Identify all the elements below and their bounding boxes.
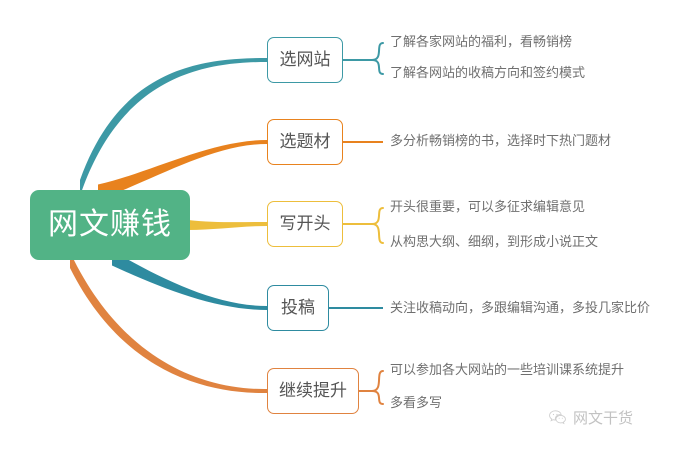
leaf-text: 开头很重要，可以多征求编辑意见: [390, 200, 586, 215]
leaf-fork-arm-1: [371, 370, 384, 392]
branch-node-4[interactable]: 投稿: [267, 285, 329, 331]
leaf-text: 多看多写: [390, 396, 443, 411]
branch-node-3[interactable]: 写开头: [267, 201, 343, 247]
leaf-text: 从构思大纲、细纲，到形成小说正文: [390, 235, 599, 250]
branch-connector: [80, 58, 267, 196]
wechat-icon: [549, 410, 566, 425]
leaf-text: 关注收稿动向，多跟编辑沟通，多投几家比价: [390, 301, 651, 316]
branch-node-label: 投稿: [281, 297, 315, 318]
branch-connector: [70, 252, 267, 394]
branch-node-2[interactable]: 选题材: [267, 119, 343, 165]
leaf-fork-arm-1: [371, 207, 384, 225]
branch-node-label: 选网站: [279, 49, 331, 70]
center-node[interactable]: 网文赚钱: [30, 190, 190, 260]
leaf-text: 多分析畅销榜的书，选择时下热门题材: [390, 134, 612, 149]
branch-node-label: 选题材: [279, 131, 331, 152]
branch-node-1[interactable]: 选网站: [267, 37, 343, 83]
leaf-text: 了解各网站的收稿方向和签约模式: [390, 66, 586, 81]
branch-node-5[interactable]: 继续提升: [267, 368, 359, 414]
leaf-fork-arm-2: [371, 59, 384, 75]
leaf-fork-arm-2: [371, 390, 384, 405]
branch-node-label: 继续提升: [279, 380, 347, 401]
leaf-text: 了解各家网站的福利，看畅销榜: [390, 35, 573, 50]
leaf-fork-arm-2: [371, 223, 384, 244]
watermark: 网文干货: [548, 407, 633, 428]
watermark-label: 网文干货: [573, 409, 634, 427]
leaf-fork-arm-1: [371, 42, 384, 61]
leaf-text: 可以参加各大网站的一些培训课系统提升: [390, 363, 625, 378]
center-node-label: 网文赚钱: [48, 207, 172, 242]
branch-connector: [188, 220, 267, 230]
branch-node-label: 写开头: [279, 213, 331, 234]
